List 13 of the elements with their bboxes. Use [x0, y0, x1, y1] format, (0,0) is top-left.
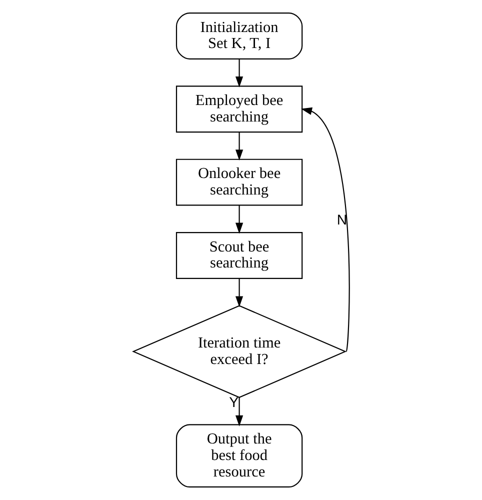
arrow: [234, 397, 243, 426]
arrow: [234, 278, 243, 308]
node-box: Scout bee searching: [175, 232, 302, 279]
node-diamond: Iteration time exceed I?: [132, 305, 346, 398]
arrow: [300, 107, 350, 352]
node-box: Initialization Set K, T, I: [175, 12, 302, 60]
node-box: Onlooker bee searching: [175, 158, 302, 206]
edge-label: N: [336, 212, 347, 229]
node-box: Output the best food resource: [175, 424, 302, 488]
arrow: [234, 205, 243, 234]
arrow: [234, 132, 243, 161]
arrow: [234, 59, 243, 88]
node-box: Employed bee searching: [175, 86, 302, 133]
